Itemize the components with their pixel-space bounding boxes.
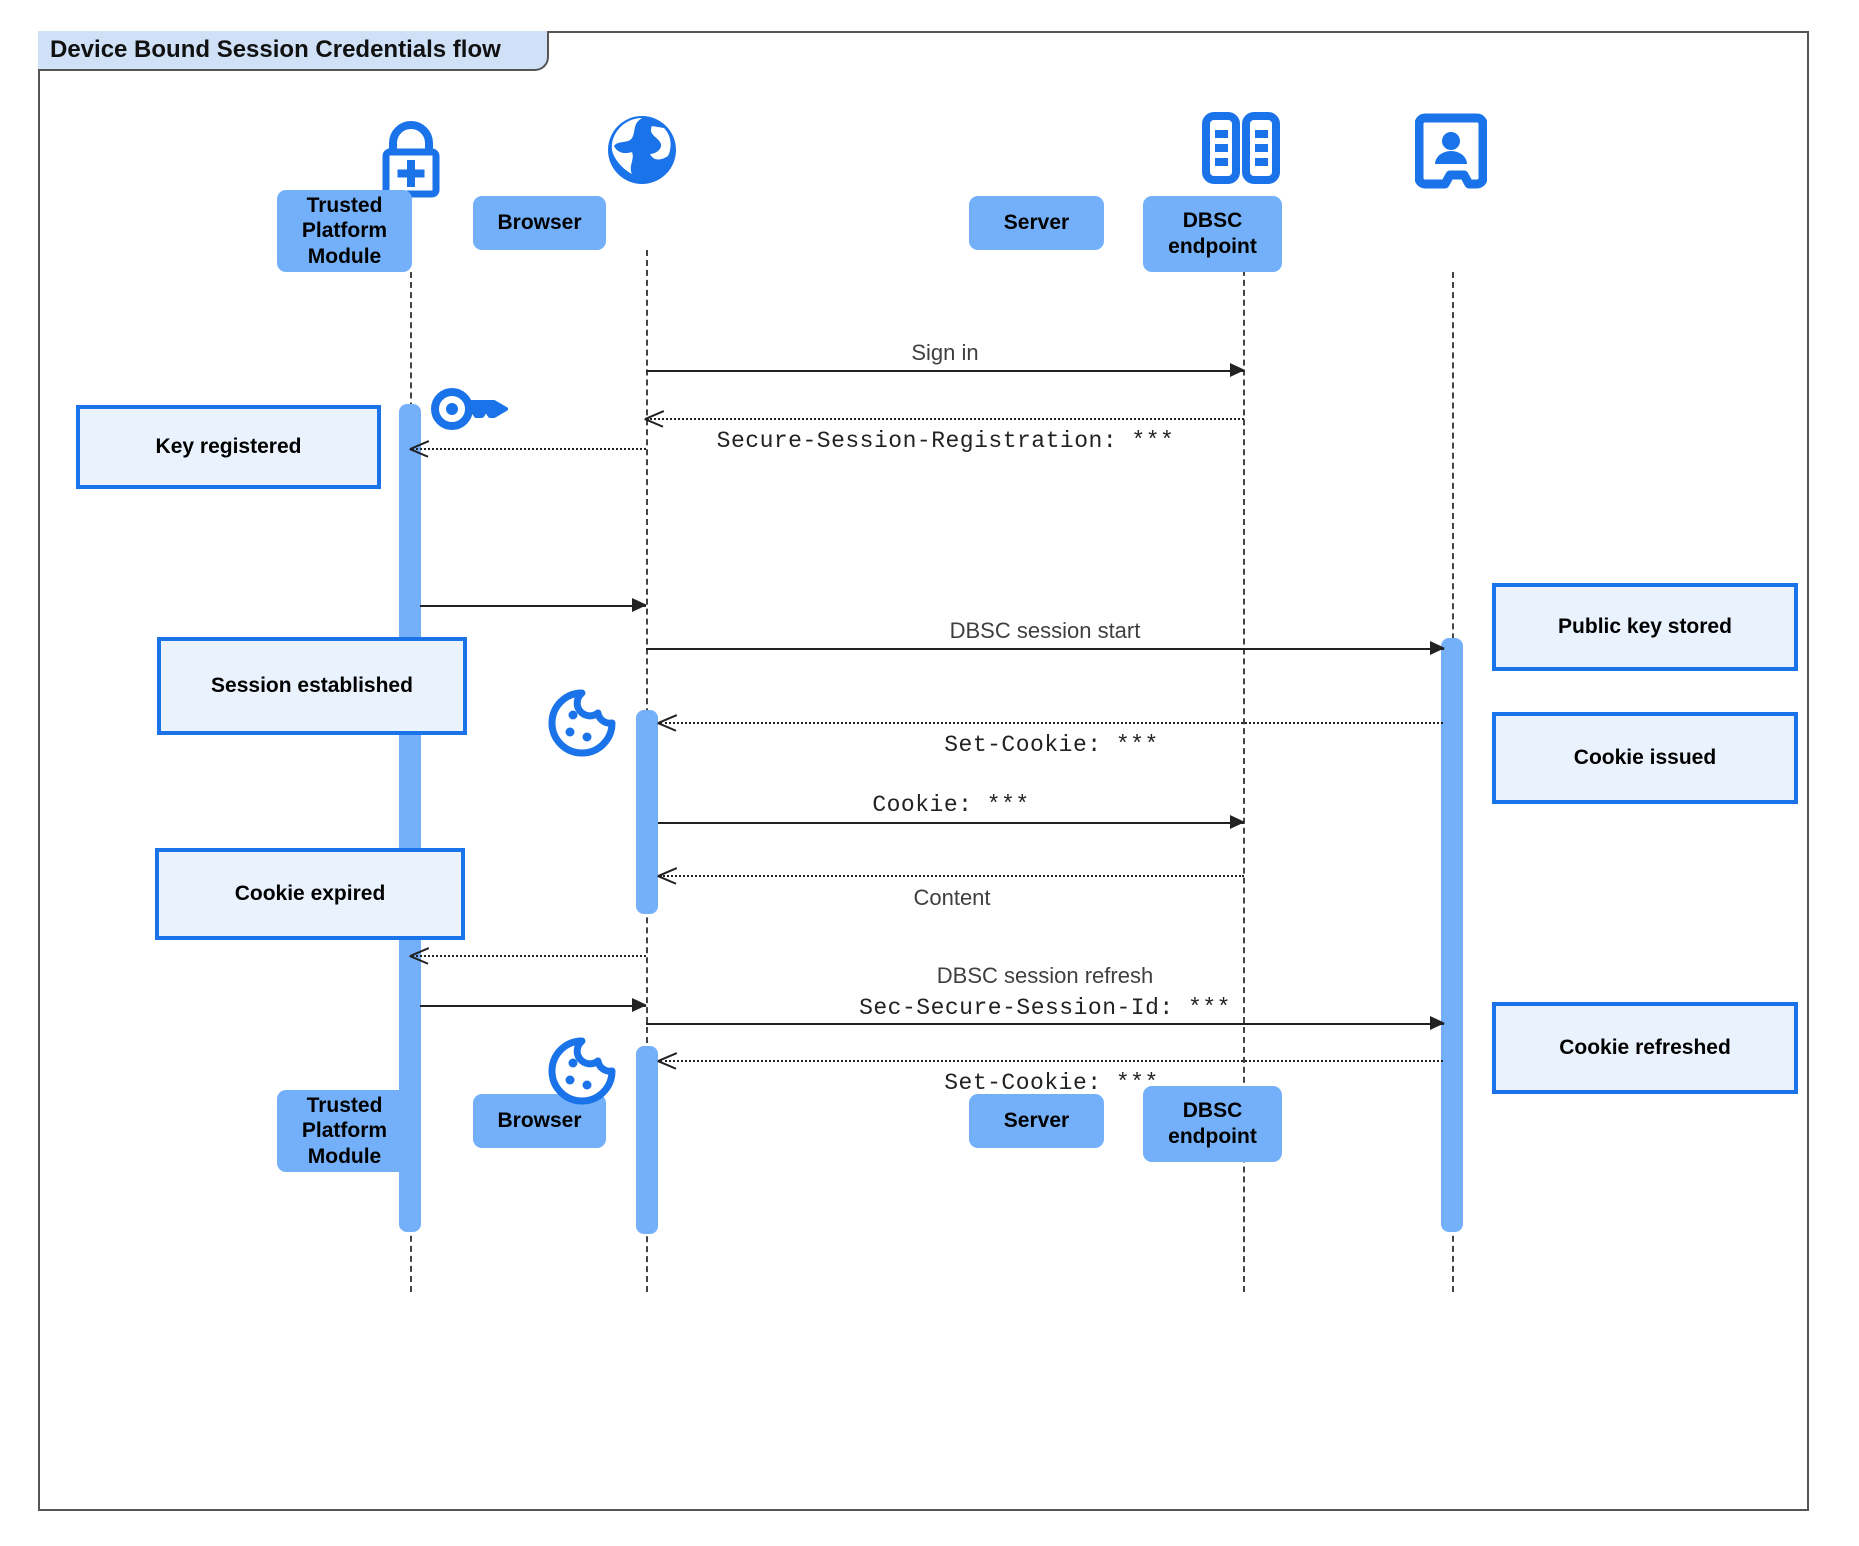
cookie-icon bbox=[546, 687, 618, 759]
globe-icon bbox=[602, 110, 682, 190]
activation-browser-2 bbox=[636, 1046, 658, 1234]
diagram-title: Device Bound Session Credentials flow bbox=[38, 31, 549, 71]
activation-dbsc-1 bbox=[1441, 638, 1463, 1232]
activation-tpm bbox=[399, 404, 421, 1232]
participant-head-dbsc[interactable]: DBSC endpoint bbox=[1143, 196, 1282, 272]
participant-label: Trusted Platform Module bbox=[301, 193, 388, 268]
id-badge-icon bbox=[1414, 112, 1488, 190]
server-racks-icon bbox=[1198, 110, 1284, 186]
message-label-set-cookie-2: Set-Cookie: *** bbox=[944, 1070, 1159, 1096]
lock-plus-icon bbox=[368, 118, 454, 198]
note-public-key-stored: Public key stored bbox=[1492, 583, 1798, 671]
participant-head-browser[interactable]: Browser bbox=[473, 196, 606, 250]
participant-label: DBSC endpoint bbox=[1168, 1099, 1257, 1148]
note-key-registered: Key registered bbox=[76, 405, 381, 489]
note-cookie-refreshed: Cookie refreshed bbox=[1492, 1002, 1798, 1094]
message-label-sign-in: Sign in bbox=[911, 340, 979, 365]
note-session-established: Session established bbox=[157, 637, 467, 735]
message-label-sec-secure-session-id: Sec-Secure-Session-Id: *** bbox=[859, 995, 1231, 1021]
note-text: Session established bbox=[211, 673, 413, 697]
participant-label: Server bbox=[1003, 211, 1070, 235]
participant-label: Trusted Platform Module bbox=[301, 1093, 388, 1168]
participant-foot-tpm[interactable]: Trusted Platform Module bbox=[277, 1090, 412, 1172]
cookie-icon bbox=[546, 1035, 618, 1107]
participant-foot-server[interactable]: Server bbox=[969, 1094, 1104, 1148]
lifeline-server bbox=[1243, 250, 1245, 1292]
note-text: Public key stored bbox=[1558, 614, 1732, 638]
message-label-dbsc-session-start: DBSC session start bbox=[949, 618, 1141, 643]
note-text: Cookie refreshed bbox=[1559, 1035, 1731, 1059]
participant-head-server[interactable]: Server bbox=[969, 196, 1104, 250]
message-label-content: Content bbox=[913, 885, 991, 910]
participant-head-tpm[interactable]: Trusted Platform Module bbox=[277, 190, 412, 272]
participant-label: Server bbox=[1003, 1109, 1070, 1133]
participant-label: DBSC endpoint bbox=[1168, 209, 1257, 258]
activation-browser-1 bbox=[636, 710, 658, 914]
note-text: Key registered bbox=[155, 434, 302, 458]
note-text: Cookie issued bbox=[1573, 745, 1717, 769]
message-label-secure-session-registration: Secure-Session-Registration: *** bbox=[716, 428, 1175, 454]
participant-foot-dbsc[interactable]: DBSC endpoint bbox=[1143, 1086, 1282, 1162]
note-cookie-expired: Cookie expired bbox=[155, 848, 465, 940]
participant-label: Browser bbox=[497, 1109, 582, 1133]
note-text: Cookie expired bbox=[234, 881, 386, 905]
note-cookie-issued: Cookie issued bbox=[1492, 712, 1798, 804]
message-label-cookie-request: Cookie: *** bbox=[872, 792, 1030, 818]
key-icon bbox=[428, 382, 510, 436]
message-label-set-cookie-1: Set-Cookie: *** bbox=[944, 732, 1159, 758]
message-label-dbsc-session-refresh: DBSC session refresh bbox=[936, 963, 1154, 988]
participant-label: Browser bbox=[497, 211, 582, 235]
